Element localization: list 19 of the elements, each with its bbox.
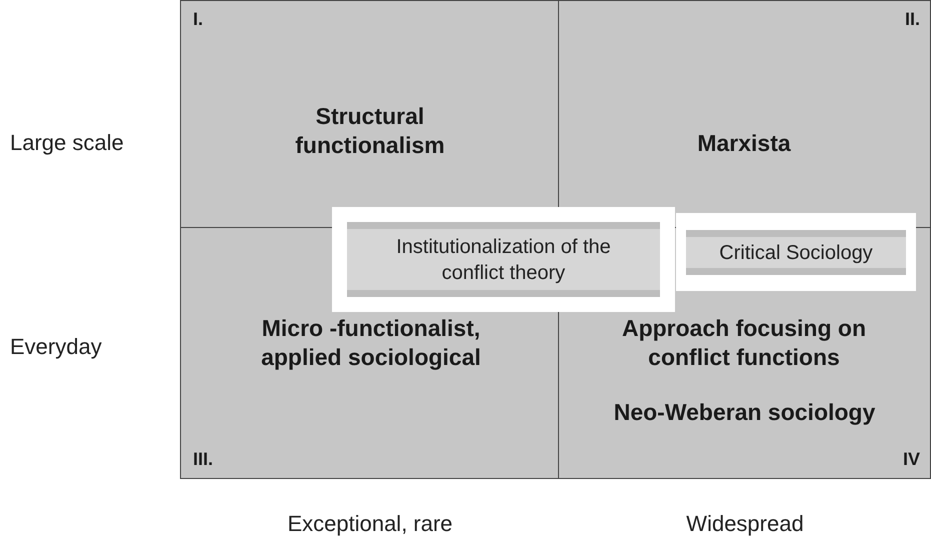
quadrant-panel bbox=[559, 1, 930, 227]
quadrant-number: II. bbox=[904, 9, 920, 30]
theory-label: Approach focusing on conflict functions bbox=[620, 314, 868, 372]
quadrant-number: IV bbox=[902, 449, 920, 470]
theory-label: Neo-Weberan sociology bbox=[612, 398, 876, 427]
theory-label: Structural functionalism bbox=[294, 102, 446, 160]
axis-label: Widespread bbox=[686, 511, 804, 537]
axis-label: Exceptional, rare bbox=[287, 511, 453, 537]
quadrant-panel bbox=[181, 1, 558, 227]
overlay-box bbox=[332, 207, 675, 312]
quadrant-number: I. bbox=[193, 9, 204, 30]
theory-label: Micro -functionalist, applied sociological bbox=[260, 314, 482, 372]
axis-label: Large scale bbox=[10, 130, 124, 156]
theory-label: Critical Sociology bbox=[719, 240, 873, 266]
axis-label: Everyday bbox=[10, 334, 102, 360]
overlay-box bbox=[676, 213, 916, 291]
theory-label: Marxista bbox=[696, 129, 792, 158]
quadrant-number: III. bbox=[193, 449, 214, 470]
theory-label: Institutionalization of the conflict theory bbox=[395, 234, 612, 286]
